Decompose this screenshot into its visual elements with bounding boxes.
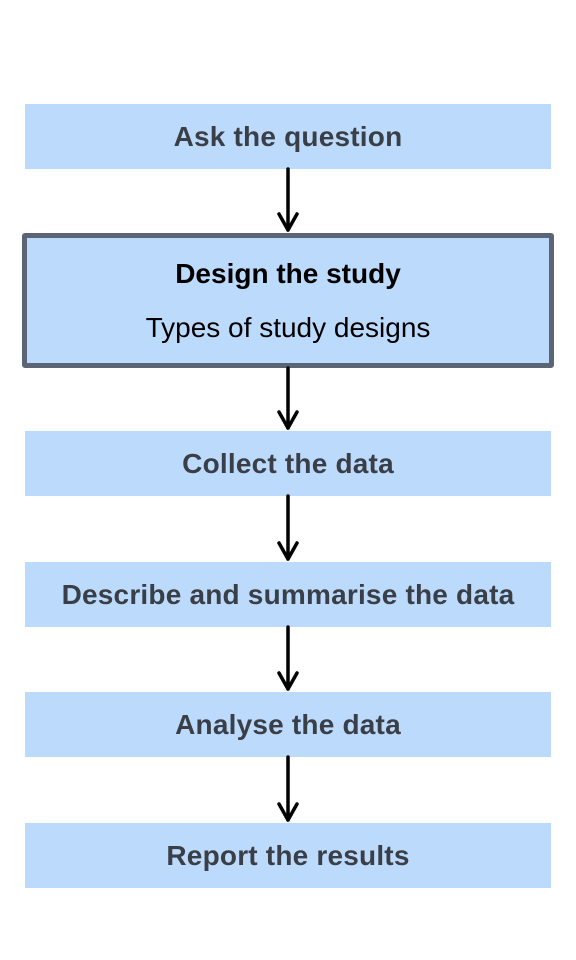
arrow-down-icon bbox=[277, 167, 299, 232]
step-analyse-the-data[interactable]: Analyse the data bbox=[25, 692, 551, 757]
arrow-down-icon bbox=[277, 625, 299, 691]
step-label: Design the study bbox=[175, 257, 401, 289]
arrow-down-icon bbox=[277, 494, 299, 561]
step-label: Analyse the data bbox=[175, 708, 401, 740]
step-label: Report the results bbox=[166, 839, 410, 871]
step-describe-and-summarise-the-data[interactable]: Describe and summarise the data bbox=[25, 562, 551, 627]
step-report-the-results[interactable]: Report the results bbox=[25, 823, 551, 888]
step-collect-the-data[interactable]: Collect the data bbox=[25, 431, 551, 496]
types-of-study-designs-link[interactable]: Types of study designs bbox=[145, 311, 431, 343]
arrow-down-icon bbox=[277, 755, 299, 822]
step-label: Collect the data bbox=[182, 447, 394, 479]
step-label: Describe and summarise the data bbox=[61, 578, 515, 610]
arrow-down-icon bbox=[277, 366, 299, 430]
step-ask-the-question[interactable]: Ask the question bbox=[25, 104, 551, 169]
step-label: Ask the question bbox=[173, 120, 403, 152]
step-design-the-study[interactable]: Design the study Types of study designs bbox=[22, 233, 554, 368]
